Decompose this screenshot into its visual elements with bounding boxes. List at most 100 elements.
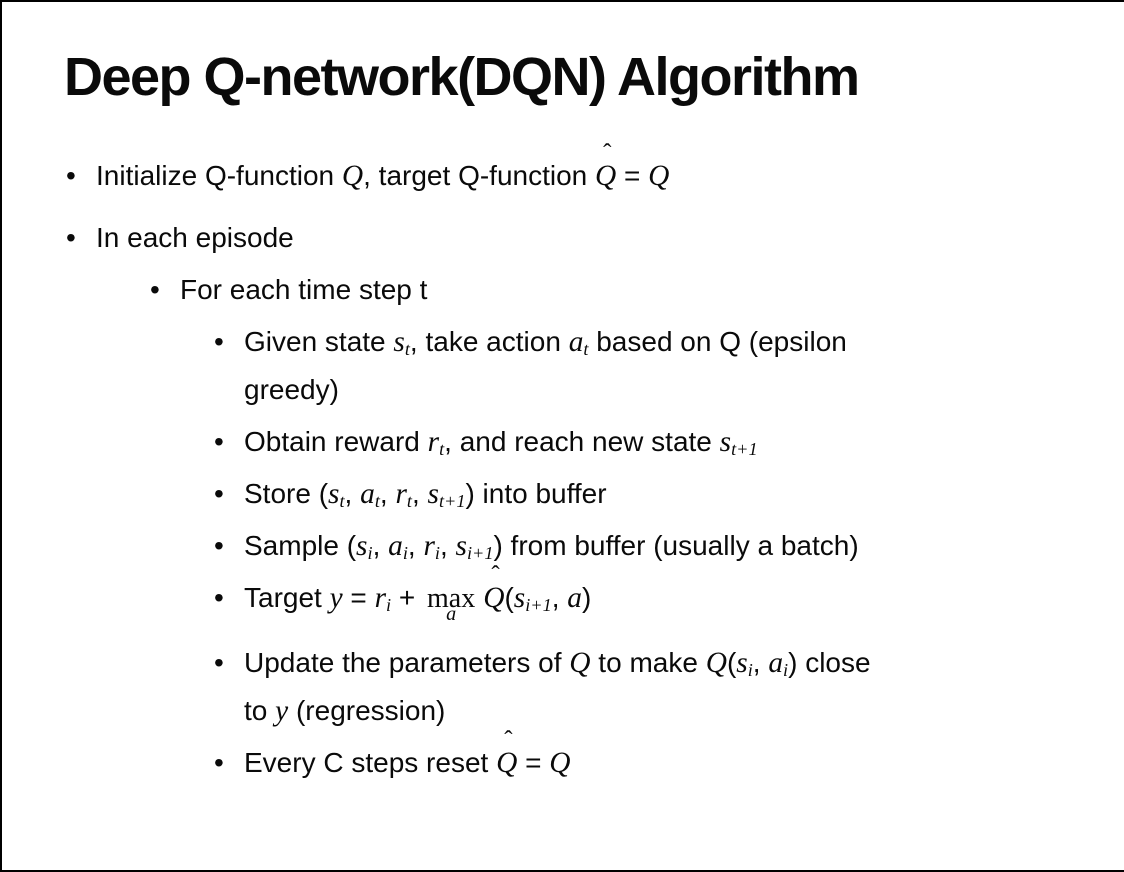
math-variable: st (328, 478, 345, 511)
max-operator-underscript: a (446, 602, 457, 625)
math-variable: Q (648, 160, 670, 192)
math-variable: Q (569, 647, 591, 679)
math-subscript: i+1 (466, 543, 494, 563)
math-subscript: t (439, 439, 445, 459)
bullet-list: • Initialize Q-function Q , target Q-funct… (2, 139, 1114, 787)
bullet-text: Update the parameters of Q to make Q(si,… (244, 639, 1114, 687)
math-subscript: t (339, 491, 345, 511)
text-segment: to make (590, 647, 706, 678)
bullet-icon: • (214, 426, 224, 457)
text-segment: = (342, 582, 375, 613)
text-segment: Sample ( (244, 530, 357, 561)
math-variable: at (568, 326, 589, 359)
math-variable: st+1 (719, 426, 758, 459)
math-subscript: i (402, 543, 408, 563)
math-subscript: t (404, 339, 410, 359)
bullet-text: Store (st, at, rt, st+1) into buffer (244, 470, 1114, 518)
text-segment: Obtain reward (244, 426, 428, 457)
bullet-item: •Update the parameters of Q to make Q(si… (2, 639, 1114, 687)
hat-accent-icon: ˆ (603, 139, 612, 167)
bullet-item: • For each time step t (2, 266, 1114, 314)
bullet-icon: • (214, 326, 224, 357)
math-subscript: i (367, 543, 373, 563)
text-segment: + (391, 582, 424, 613)
text-segment: In each episode (96, 222, 294, 253)
bullet-icon: • (214, 747, 224, 778)
text-segment: Initialize Q-function (96, 160, 342, 191)
math-subscript: t (374, 491, 380, 511)
text-segment: For each time step t (180, 274, 428, 305)
text-segment: , (407, 530, 424, 561)
text-segment: , (372, 530, 389, 561)
text-segment: ( (726, 647, 737, 678)
math-variable: si (736, 647, 753, 680)
bullet-icon: • (214, 647, 224, 678)
math-variable: rt (427, 426, 445, 459)
text-segment: ( (504, 582, 514, 613)
bullet-text: Initialize Q-function Q , target Q-functi… (96, 139, 1114, 200)
math-subscript: t+1 (438, 491, 466, 511)
bullet-text: Obtain reward rt, and reach new state st… (244, 418, 1114, 466)
math-subscript: i (434, 543, 440, 563)
text-segment: , take action (409, 326, 569, 357)
math-variable: ri (374, 582, 392, 615)
bullet-icon: • (66, 222, 76, 253)
text-segment: ) into buffer (465, 478, 607, 509)
hat-accent-icon: ˆ (504, 726, 513, 754)
math-subscript: t (583, 339, 589, 359)
text-segment: = (517, 747, 550, 778)
text-segment: ) close (788, 647, 871, 678)
bullet-item: •greedy) (2, 366, 1114, 414)
bullet-icon: • (214, 530, 224, 561)
bullet-item: •to y (regression) (2, 687, 1114, 735)
bullet-item: • Obtain reward rt, and reach new state s… (2, 418, 1114, 466)
text-segment: Update the parameters of (244, 647, 570, 678)
bullet-text: greedy) (244, 366, 1114, 414)
text-segment: to (244, 695, 276, 726)
text-segment: greedy) (244, 374, 339, 405)
text-segment: , (411, 478, 428, 509)
text-segment: , and reach new state (444, 426, 720, 457)
bullet-text: In each episode (96, 214, 1114, 262)
text-segment: Every C steps reset (244, 747, 497, 778)
math-subscript: i (747, 660, 753, 680)
text-segment: , (439, 530, 456, 561)
math-variable: y (275, 695, 289, 727)
text-segment: , (551, 582, 568, 613)
math-variable: Q (705, 647, 727, 679)
text-segment: , target Q-function (363, 160, 596, 191)
math-variable: y (329, 582, 343, 614)
bullet-item: • In each episode (2, 214, 1114, 262)
text-segment: = (616, 160, 649, 191)
bullet-icon: • (150, 274, 160, 305)
bullet-item: •Sample (si, ai, ri, si+1) from buffer (… (2, 522, 1114, 570)
text-segment: , (752, 647, 769, 678)
math-variable: st+1 (427, 478, 466, 511)
bullet-icon: • (66, 160, 76, 191)
math-variable: si+1 (513, 582, 552, 615)
slide-title: Deep Q-network(DQN) Algorithm (64, 47, 860, 107)
math-variable: at (360, 478, 380, 511)
math-variable: ri (423, 530, 440, 563)
text-segment: Target (244, 582, 330, 613)
bullet-text: Given state st, take action at based on … (244, 318, 1114, 366)
bullet-icon: • (214, 478, 224, 509)
text-segment: Store ( (244, 478, 329, 509)
bullet-item: • Store (st, at, rt, st+1) into buffer (2, 470, 1114, 518)
math-subscript: t+1 (731, 439, 758, 459)
math-variable: si+1 (455, 530, 494, 563)
math-variable: Q (549, 747, 571, 779)
bullet-item: • Given state st, take action at based on… (2, 318, 1114, 366)
bullet-icon: • (214, 582, 224, 613)
hat-accent-icon: ˆ (491, 561, 500, 589)
math-subscript: i+1 (525, 595, 552, 615)
text-segment: based on Q (epsilon (588, 326, 847, 357)
math-variable: rt (395, 478, 412, 511)
max-operator-label: max (427, 583, 476, 614)
